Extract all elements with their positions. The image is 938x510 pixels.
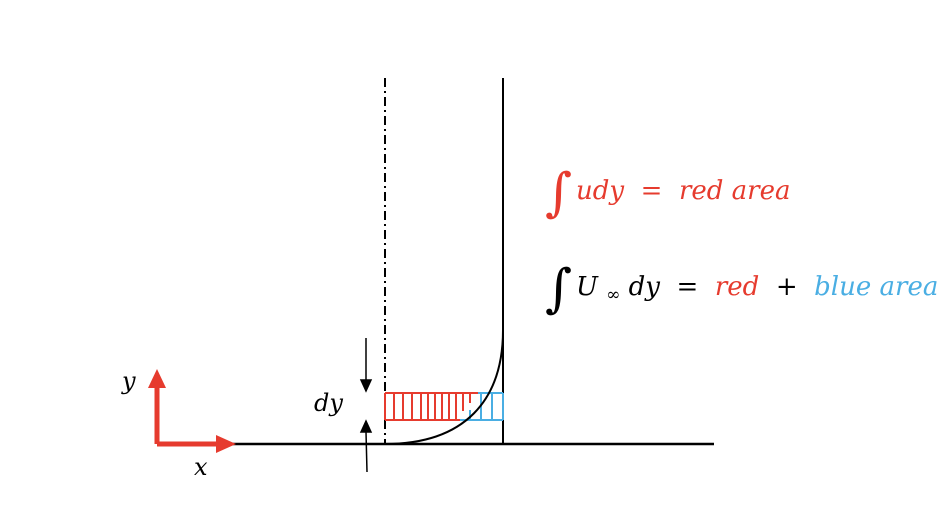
eq2-integrand: U: [576, 272, 599, 302]
integral-sign-2: ∫: [545, 259, 572, 319]
x-axis-label: x: [194, 453, 208, 481]
velocity-profile-curve: [384, 329, 504, 445]
equation-udy: ∫ udy = red area: [545, 163, 790, 223]
integral-sign-1: ∫: [545, 163, 572, 223]
red-area-strip: [384, 392, 478, 421]
svg-text:udy = red area: udy = red area: [576, 176, 790, 206]
blue-area-strip: [460, 392, 504, 421]
dy-arrows: [359, 338, 373, 473]
coordinate-axes: [148, 369, 236, 453]
eq2-equals: =: [668, 272, 706, 302]
eq1-integrand: udy: [576, 176, 624, 206]
eq2-plus: +: [768, 272, 806, 302]
y-axis-label: y: [121, 367, 136, 395]
eq2-rhs-blue: blue area: [814, 272, 938, 302]
eq1-equals: =: [632, 176, 670, 206]
eq1-rhs: red area: [679, 176, 791, 206]
equation-uinf-dy: ∫ U ∞ dy = red + blue area: [545, 259, 938, 319]
eq2-subscript: ∞: [606, 285, 620, 305]
eq2-rhs-red: red: [715, 272, 759, 302]
eq2-integrand-tail: dy: [629, 272, 661, 302]
dy-label: dy: [314, 389, 343, 417]
svg-text:U ∞ dy =: U ∞ dy = red + blue area: [576, 272, 938, 307]
